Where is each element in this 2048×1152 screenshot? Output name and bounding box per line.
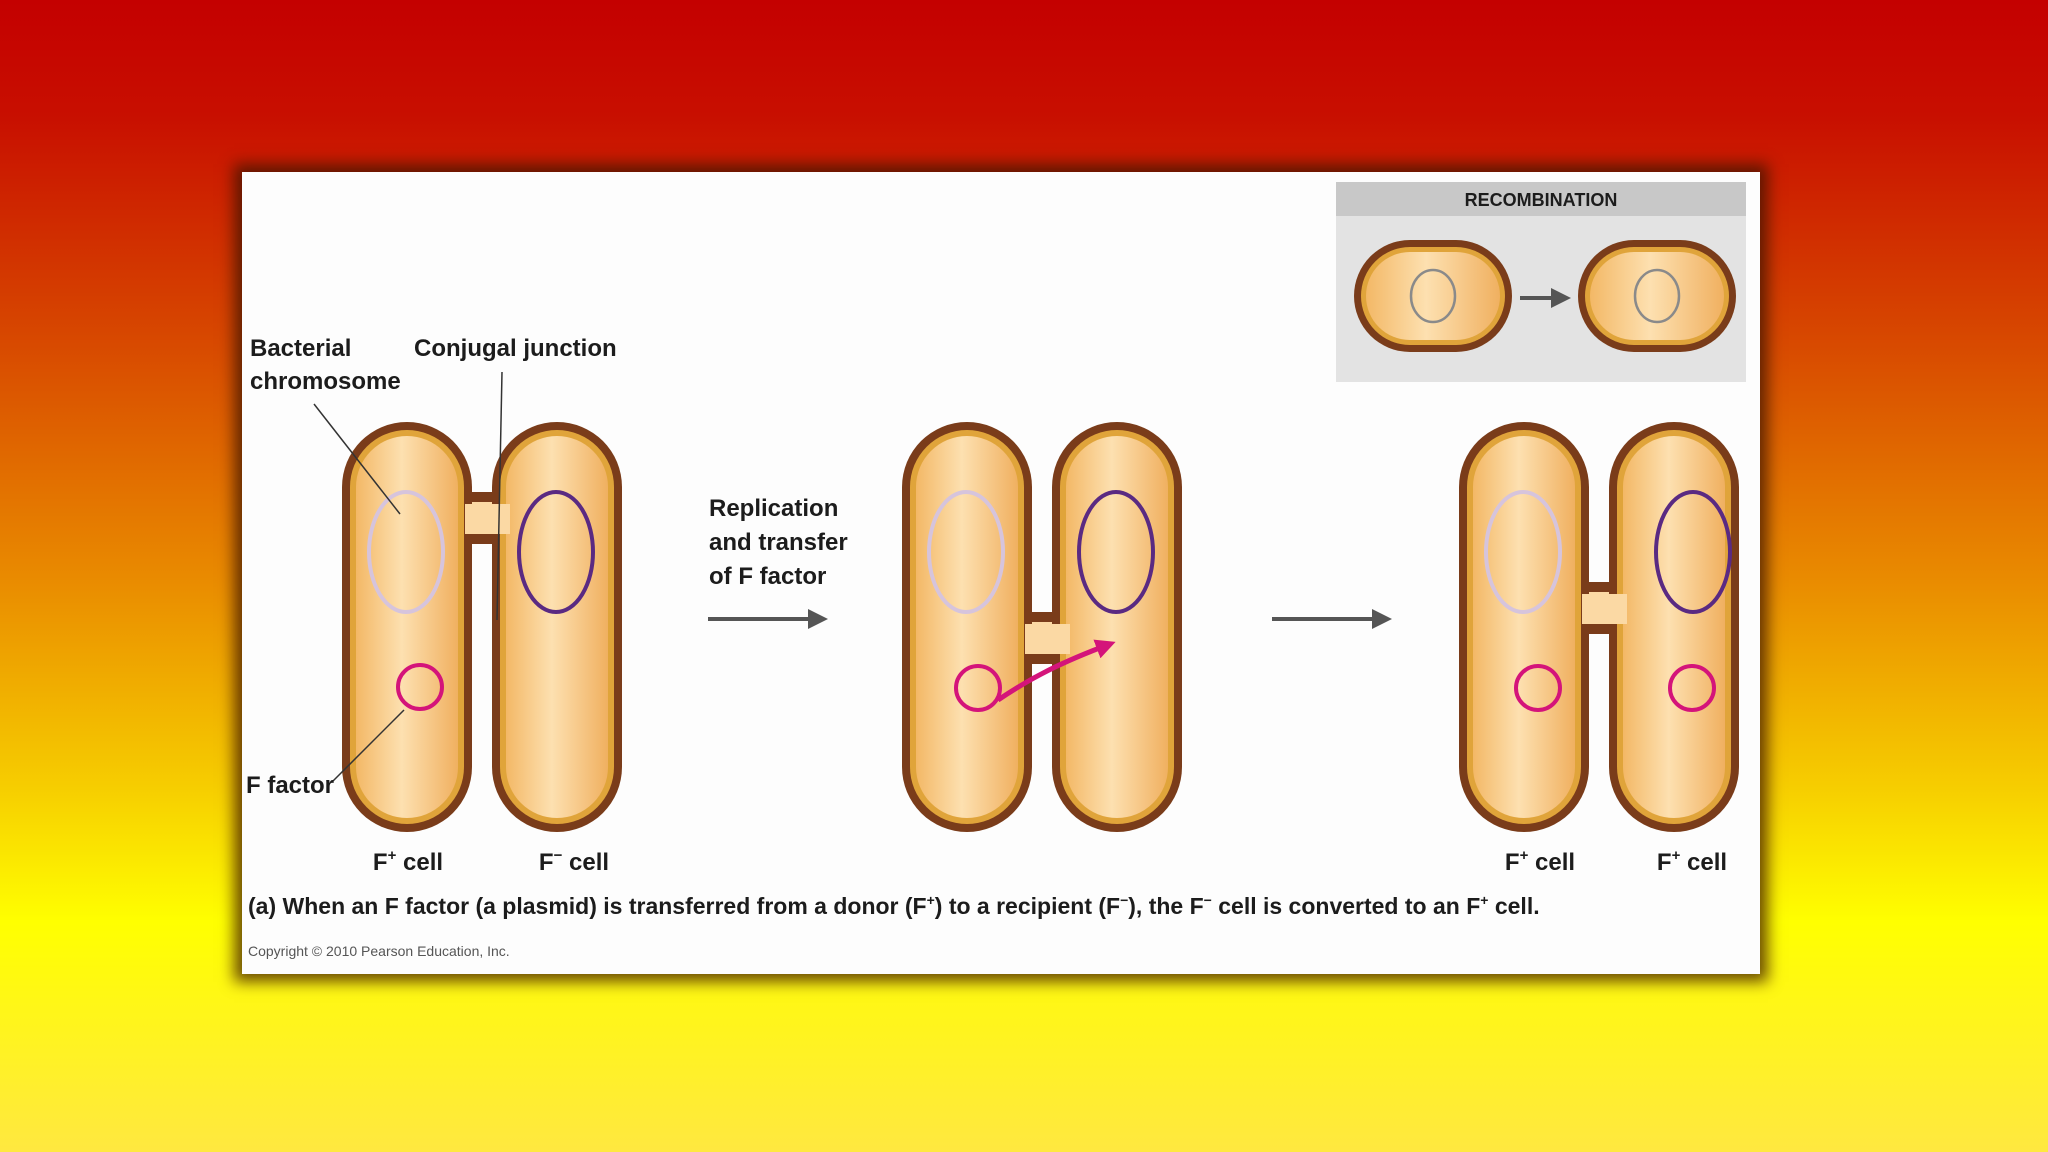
plasmid-icon bbox=[1514, 664, 1562, 712]
recipient-cell-label: F− cell bbox=[539, 847, 609, 876]
recipient-cell bbox=[492, 422, 622, 832]
recombination-cell-before bbox=[1354, 240, 1512, 352]
result-left-cell-label: F+ cell bbox=[1505, 847, 1575, 876]
bacterial-chromosome-label-2: chromosome bbox=[250, 368, 401, 395]
recipient-cell-transfer bbox=[1052, 422, 1182, 832]
chromosome-icon bbox=[1409, 268, 1457, 324]
stage-1-cells bbox=[342, 422, 622, 832]
chromosome-icon bbox=[517, 490, 595, 614]
conjugation-diagram: RECOMBINATION Bacterial chromosome Conju… bbox=[246, 182, 1746, 959]
chromosome-icon bbox=[1077, 490, 1155, 614]
chromosome-icon bbox=[1633, 268, 1681, 324]
recombination-inset: RECOMBINATION bbox=[1336, 182, 1746, 382]
replication-label-2: and transfer bbox=[709, 529, 848, 556]
result-cell-left bbox=[1459, 422, 1589, 832]
transfer-arrow bbox=[996, 639, 1116, 703]
conjugal-junction-label: Conjugal junction bbox=[414, 335, 617, 362]
faded-chromosome-icon bbox=[927, 490, 1005, 614]
figure-card: RECOMBINATION Bacterial chromosome Conju… bbox=[242, 172, 1760, 974]
stage-2-cells bbox=[902, 422, 1182, 832]
plasmid-icon bbox=[396, 663, 444, 711]
donor-cell-transfer bbox=[902, 422, 1032, 832]
chromosome-icon bbox=[1654, 490, 1732, 614]
recombination-cell-after bbox=[1578, 240, 1736, 352]
chromosome-leader-line bbox=[313, 403, 401, 515]
ffactor-leader-line bbox=[331, 709, 405, 783]
plasmid-icon bbox=[1668, 664, 1716, 712]
replication-label-1: Replication bbox=[709, 495, 838, 522]
bacterial-chromosome-label-1: Bacterial bbox=[250, 335, 351, 362]
donor-cell bbox=[342, 422, 472, 832]
plasmid-icon bbox=[954, 664, 1002, 712]
faded-chromosome-icon bbox=[1484, 490, 1562, 614]
f-factor-label: F factor bbox=[246, 772, 334, 799]
copyright-text: Copyright © 2010 Pearson Education, Inc. bbox=[248, 943, 510, 959]
recombination-header bbox=[1336, 182, 1746, 216]
donor-cell-label: F+ cell bbox=[373, 847, 443, 876]
figure-caption: (a) When an F factor (a plasmid) is tran… bbox=[248, 892, 1540, 919]
recombination-label: RECOMBINATION bbox=[1465, 190, 1618, 210]
replication-label-3: of F factor bbox=[709, 563, 826, 590]
result-cell-right bbox=[1609, 422, 1739, 832]
result-right-cell-label: F+ cell bbox=[1657, 847, 1727, 876]
stage-3-cells bbox=[1459, 422, 1739, 832]
faded-chromosome-icon bbox=[367, 490, 445, 614]
junction-leader-line bbox=[496, 371, 503, 621]
